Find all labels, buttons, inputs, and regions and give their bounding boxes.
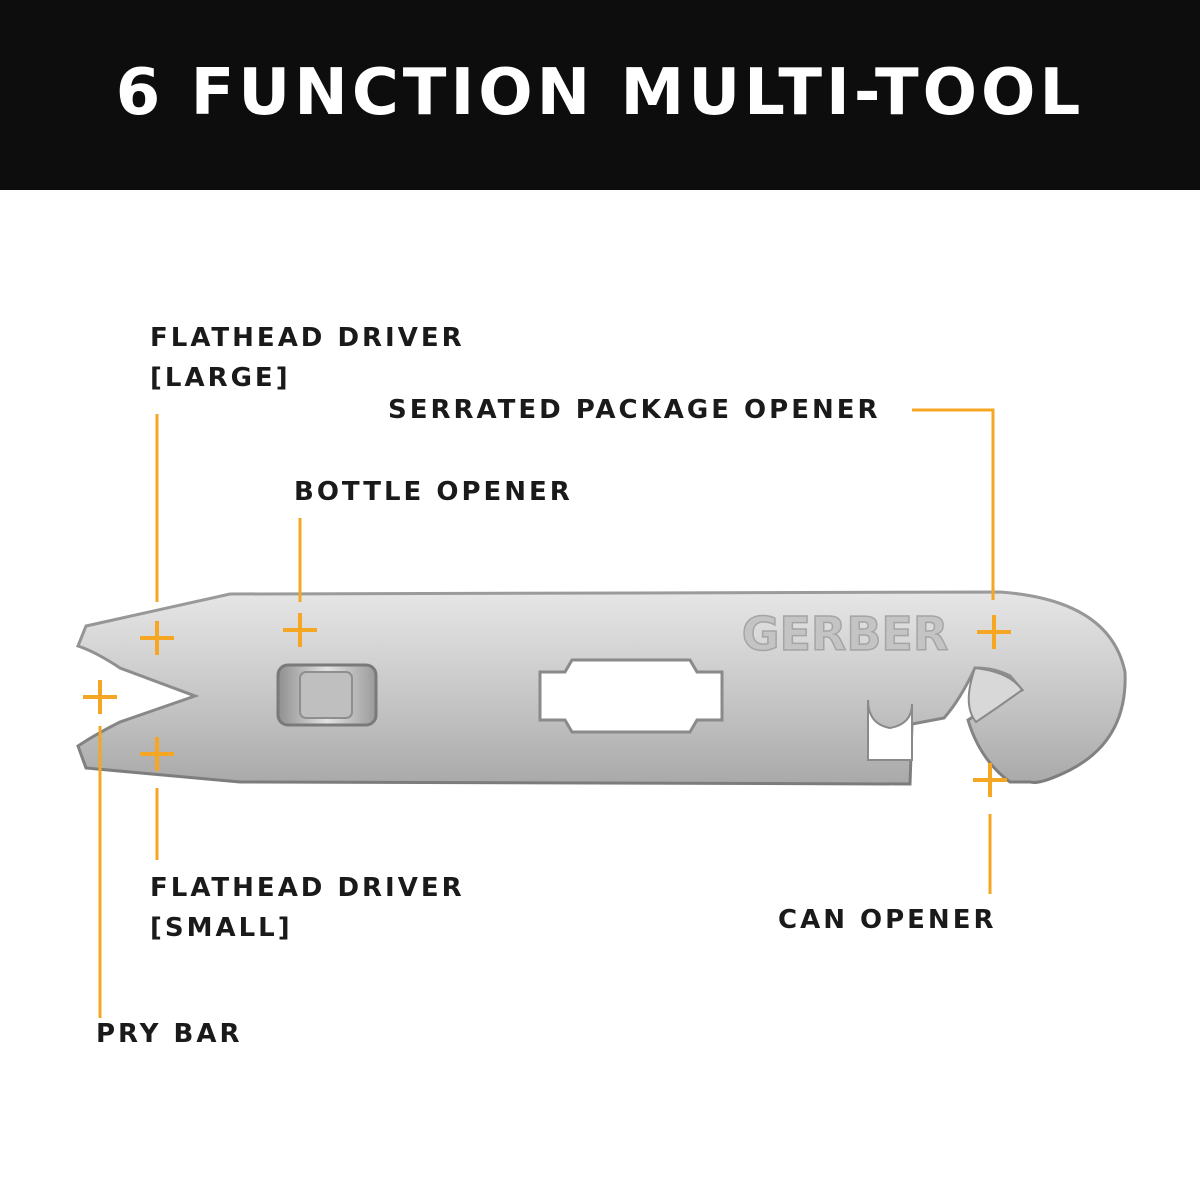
plus-marker-icon — [977, 615, 1011, 649]
plus-marker-icon — [83, 680, 117, 714]
flathead-small-title: FLATHEAD DRIVER — [150, 873, 465, 903]
flathead-small-size: [SMALL] — [150, 913, 293, 943]
plus-marker-icon — [140, 621, 174, 655]
can-opener-title: CAN OPENER — [778, 905, 997, 935]
can-opener-label: CAN OPENER — [778, 900, 996, 940]
bottle-opener-title: BOTTLE OPENER — [294, 477, 573, 507]
multi-tool-body: GERBER — [76, 590, 1127, 786]
callout-lines — [98, 408, 995, 1018]
flathead-small-label: FLATHEAD DRIVER [SMALL] — [150, 868, 465, 948]
brand-engraving: GERBER — [742, 607, 949, 661]
title-banner: 6 FUNCTION MULTI-TOOL — [0, 0, 1200, 190]
flathead-large-label: FLATHEAD DRIVER [LARGE] — [150, 318, 465, 398]
bottle-opener-label: BOTTLE OPENER — [294, 472, 573, 512]
plus-marker-icon — [973, 763, 1007, 797]
pry-bar-title: PRY BAR — [96, 1019, 243, 1049]
plus-marker-icon — [140, 737, 174, 771]
plus-marker-icon — [283, 613, 317, 647]
pry-bar-label: PRY BAR — [96, 1014, 243, 1054]
serrated-opener-leader — [912, 408, 995, 600]
flathead-large-size: [LARGE] — [150, 363, 291, 393]
center-cutout — [538, 658, 724, 734]
page-title: 6 FUNCTION MULTI-TOOL — [115, 56, 1085, 130]
flathead-large-title: FLATHEAD DRIVER — [150, 323, 465, 353]
plus-markers — [83, 613, 1011, 797]
serrated-package-opener-label: SERRATED PACKAGE OPENER — [388, 390, 881, 430]
serrated-package-opener-title: SERRATED PACKAGE OPENER — [388, 395, 881, 425]
